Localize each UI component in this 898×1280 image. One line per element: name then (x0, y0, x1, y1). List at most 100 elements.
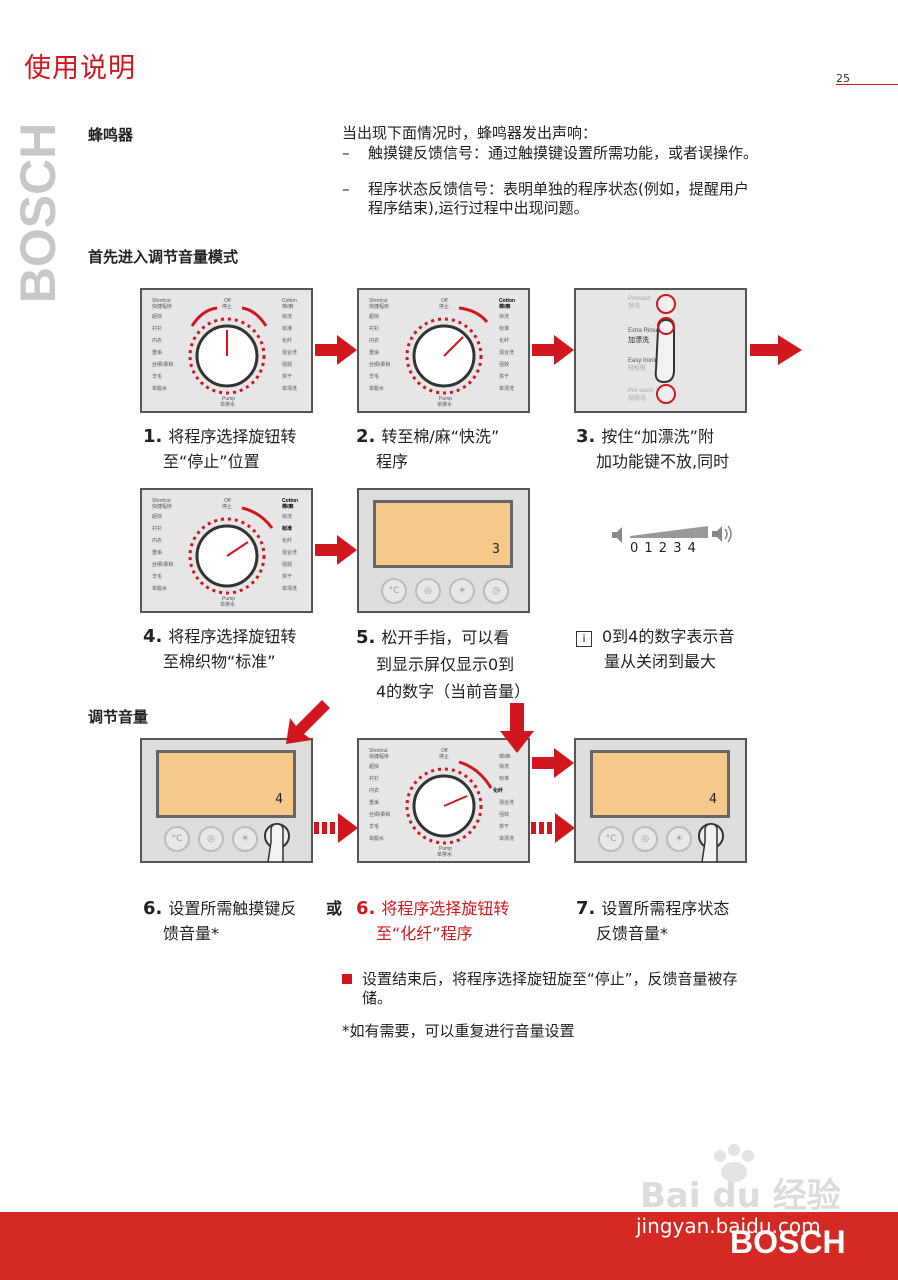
svg-text:单排水: 单排水 (220, 401, 235, 408)
lcd-value: 4 (275, 792, 283, 807)
step-6b: 6.将程序选择旋钮转 至“化纤”程序 (356, 896, 509, 946)
svg-text:Pre-wash: Pre-wash (628, 388, 653, 394)
step-5-line3: 4的数字（当前音量） (376, 682, 531, 701)
svg-text:单脱水: 单脱水 (369, 835, 384, 842)
svg-text:Cotton: Cotton (282, 498, 298, 504)
svg-text:标准: 标准 (499, 775, 509, 782)
svg-text:快捷程序: 快捷程序 (152, 303, 172, 310)
svg-text:Off: Off (224, 498, 231, 504)
svg-text:单脱水: 单脱水 (152, 585, 167, 592)
step-3-number: 3. (576, 426, 596, 447)
svg-text:衬衫: 衬衫 (152, 325, 162, 332)
step-2-number: 2. (356, 426, 376, 447)
svg-text:棉/麻: 棉/麻 (282, 303, 293, 310)
svg-text:重垢: 重垢 (369, 799, 379, 806)
svg-text:内衣: 内衣 (369, 787, 379, 794)
svg-text:超快: 超快 (369, 313, 379, 320)
svg-text:化纤: 化纤 (282, 337, 292, 344)
step-4: 4.将程序选择旋钮转 至棉织物“标准” (143, 624, 296, 674)
step-1: 1.将程序选择旋钮转 至“停止”位置 (143, 424, 296, 474)
step-2-line1: 转至棉/麻“快洗” (381, 427, 500, 446)
svg-text:单漂洗: 单漂洗 (499, 835, 514, 842)
svg-text:烘干: 烘干 (282, 373, 292, 380)
adjust-volume-heading: 调节音量 (88, 708, 149, 726)
svg-text:排脱洗: 排脱洗 (628, 394, 646, 402)
footer-brand-logo: BOSCH (730, 1224, 846, 1260)
svg-text:单漂洗: 单漂洗 (282, 585, 297, 592)
volume-scale-graphic (612, 525, 732, 543)
step-5-line2: 到显示屏仅显示0到 (376, 655, 515, 674)
svg-text:Off: Off (441, 298, 448, 304)
lcd-display: 4 (156, 750, 296, 818)
svg-text:丝绸/柔和: 丝绸/柔和 (369, 811, 390, 818)
footer-bar (0, 1212, 898, 1280)
step-5: 5.松开手指，可以看 到显示屏仅显示0到 4的数字（当前音量） (356, 624, 530, 705)
volume-scale-digits: 0 1 2 3 4 (630, 541, 697, 556)
arrow-down-icon (500, 703, 534, 753)
finger-press-icon (698, 823, 724, 862)
svg-text:强效: 强效 (499, 811, 509, 818)
svg-text:Pump: Pump (439, 846, 452, 852)
svg-text:单排水: 单排水 (437, 401, 452, 408)
sun-key-icon: ☀ (232, 826, 258, 852)
page-number: 25 (836, 72, 850, 85)
volume-mode-heading: 首先进入调节音量模式 (88, 248, 239, 266)
arrow-right-icon (315, 335, 357, 365)
arrow-diagonal-icon (286, 700, 330, 744)
buzzer-item-2-line2: 程序结束),运行过程中出现问题。 (368, 199, 589, 217)
step-7-line2: 反馈音量* (596, 924, 669, 943)
svg-text:Cotton: Cotton (282, 298, 297, 304)
buzzer-item-1: –触摸键反馈信号：通过触摸键设置所需功能，或者误操作。 (342, 144, 759, 162)
panel-step7-display: 4 °C ◎ ☀ (574, 738, 747, 863)
step-7: 7.设置所需程序状态 反馈音量* (576, 896, 729, 946)
step-6b-number: 6. (356, 898, 376, 919)
info-line1: 0到4的数字表示音 (602, 627, 735, 646)
svg-text:Easy Ironing: Easy Ironing (628, 358, 661, 364)
step-3-line1: 按住“加漂洗”附 (601, 427, 714, 446)
vertical-brand-logo: BOSCH (20, 123, 66, 304)
step-6-line2: 馈音量* (163, 924, 220, 943)
step-4-line2: 至棉织物“标准” (163, 652, 276, 671)
svg-text:Prewash: Prewash (628, 296, 651, 302)
buzzer-item-1-text: 触摸键反馈信号：通过触摸键设置所需功能，或者误操作。 (368, 144, 759, 162)
svg-text:羊毛: 羊毛 (369, 373, 379, 380)
svg-text:烘干: 烘干 (499, 823, 509, 830)
svg-text:混合洗: 混合洗 (282, 549, 297, 556)
svg-text:衬衫: 衬衫 (369, 775, 379, 782)
temperature-key-icon: °C (381, 578, 407, 604)
panel-step5-display: 3 °C ◎ ☀ ◷ (357, 488, 530, 613)
svg-text:单排水: 单排水 (220, 601, 235, 608)
svg-text:羊毛: 羊毛 (152, 373, 162, 380)
step-6-line1: 设置所需触摸键反 (168, 899, 297, 918)
temperature-key-icon: °C (164, 826, 190, 852)
buzzer-item-2: – 程序状态反馈信号：表明单独的程序状态(例如，提醒用户 程序结束),运行过程中… (342, 180, 872, 218)
arrow-right-icon (532, 748, 574, 778)
buzzer-heading: 蜂鸣器 (88, 126, 134, 144)
svg-text:棉/麻: 棉/麻 (499, 753, 510, 760)
svg-text:化纤: 化纤 (493, 787, 503, 794)
svg-text:化纤: 化纤 (499, 337, 509, 344)
svg-text:快洗: 快洗 (499, 763, 509, 770)
lcd-display: 4 (590, 750, 730, 818)
svg-text:棉/麻: 棉/麻 (282, 503, 294, 510)
finger-press-icon (264, 823, 290, 862)
svg-text:混合洗: 混合洗 (499, 349, 514, 356)
svg-text:混合洗: 混合洗 (499, 799, 514, 806)
buzzer-intro: 当出现下面情况时，蜂鸣器发出声响： (342, 124, 598, 142)
svg-text:内衣: 内衣 (152, 537, 162, 544)
svg-text:标准: 标准 (281, 525, 292, 532)
svg-text:重垢: 重垢 (369, 349, 379, 356)
svg-text:羊毛: 羊毛 (152, 573, 162, 580)
footnote: *如有需要，可以重复进行音量设置 (342, 1022, 575, 1040)
svg-text:超快: 超快 (152, 313, 162, 320)
note-bullet-line1: 设置结束后，将程序选择旋钮旋至“停止”，反馈音量被存 (362, 970, 738, 988)
